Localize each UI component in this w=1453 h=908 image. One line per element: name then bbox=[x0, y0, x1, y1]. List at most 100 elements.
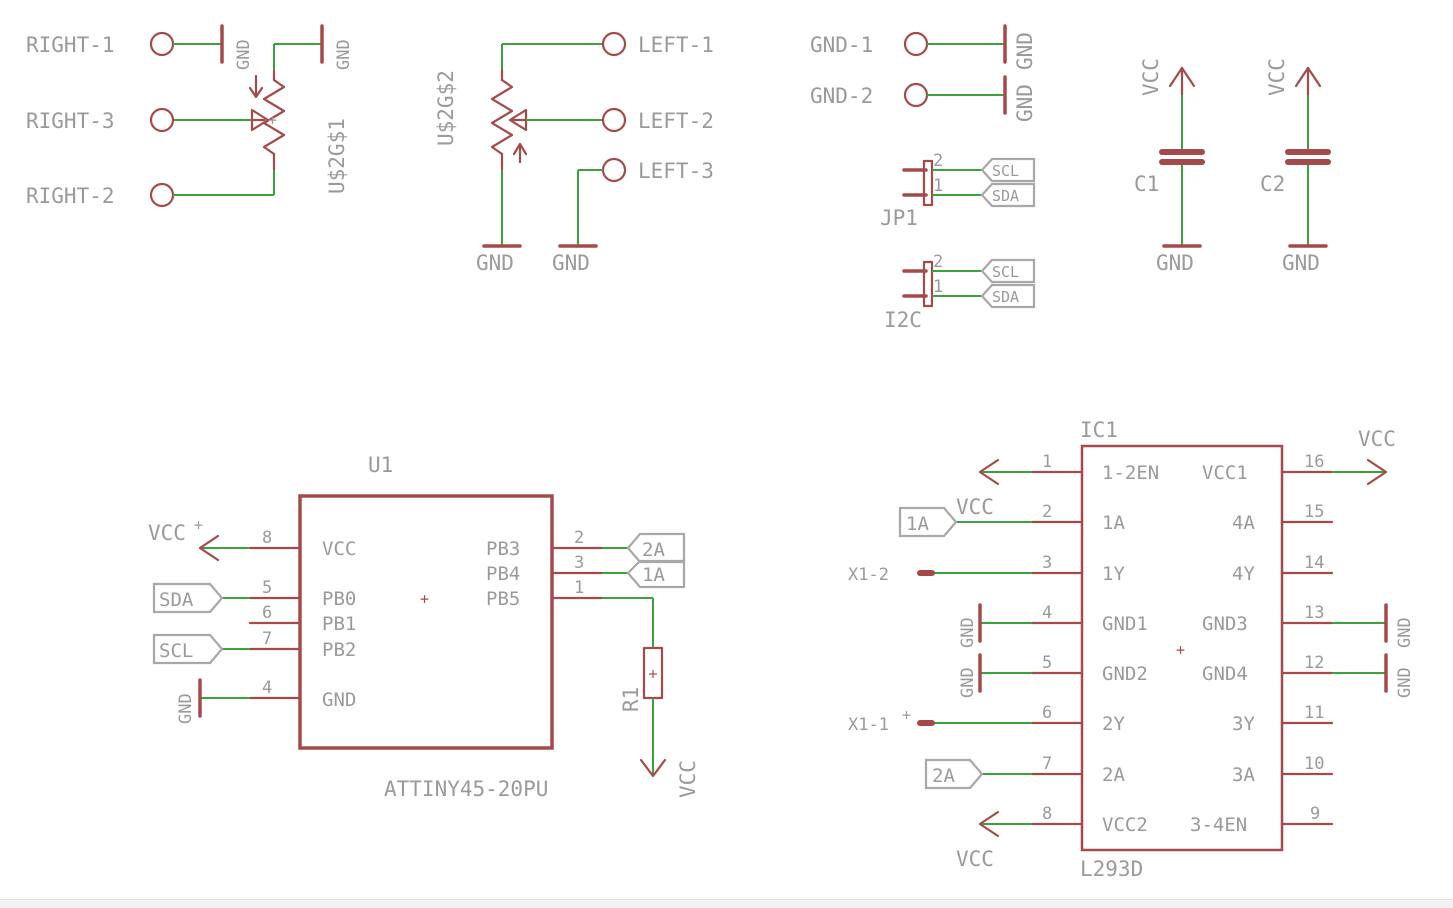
vcc-label: VCC bbox=[1265, 58, 1289, 96]
pin-label: 1Y bbox=[1102, 563, 1125, 585]
capacitor-c2[interactable]: VCC GND C2 bbox=[1260, 58, 1331, 275]
pin-number: 4 bbox=[262, 678, 272, 698]
pin-label: 3Y bbox=[1232, 713, 1255, 735]
terminal-left-2[interactable] bbox=[601, 107, 627, 133]
pot-right[interactable]: RIGHT-1 GND GND RIGHT-3 RIGHT-2 U$2G$1 + bbox=[26, 24, 354, 208]
terminal-left-3[interactable] bbox=[601, 157, 627, 183]
pin-label: PB2 bbox=[322, 639, 356, 661]
pin-number: 15 bbox=[1304, 502, 1324, 522]
net-tag-1a bbox=[898, 506, 958, 538]
pin-number: 11 bbox=[1304, 703, 1324, 723]
pin-label: GND3 bbox=[1202, 613, 1248, 635]
vcc-arrow bbox=[978, 810, 1000, 838]
gnd-label: GND bbox=[1395, 617, 1415, 648]
vcc-label: VCC bbox=[956, 847, 994, 871]
net-tag-label: SCL bbox=[992, 162, 1019, 180]
pin-number: 1 bbox=[933, 277, 943, 297]
pin-label: PB1 bbox=[322, 613, 356, 635]
terminal-gnd-1[interactable] bbox=[903, 31, 929, 57]
terminal-label: RIGHT-2 bbox=[26, 184, 115, 208]
vcc-label: VCC bbox=[676, 760, 700, 798]
pot-left[interactable]: LEFT-1 GND LEFT-2 LEFT-3 GND U$2G$2 bbox=[434, 31, 714, 275]
chip-ic1[interactable]: IC1 L293D + 1 1-2EN 1A VCC 2 1A X1-2 3 1… bbox=[848, 418, 1415, 881]
pin-number: 9 bbox=[1310, 804, 1320, 824]
pot-name: U$2G$1 bbox=[325, 118, 349, 194]
capacitor-name: C1 bbox=[1134, 172, 1159, 196]
header-name: I2C bbox=[884, 308, 922, 332]
resistor-r1[interactable]: R1 VCC bbox=[619, 646, 700, 798]
pin-label: 1-2EN bbox=[1102, 462, 1159, 484]
terminal-label: GND-2 bbox=[810, 84, 873, 108]
header-jp1[interactable]: 2 1 SCL SDA JP1 bbox=[880, 151, 1036, 230]
pin-number: 1 bbox=[1042, 452, 1052, 472]
gnd-label: GND bbox=[234, 39, 254, 70]
net-tag-sda bbox=[152, 582, 224, 614]
pin-number: 7 bbox=[1042, 754, 1052, 774]
pin-number: 6 bbox=[1042, 703, 1052, 723]
pin-number: 8 bbox=[1042, 804, 1052, 824]
chip-part: ATTINY45-20PU bbox=[384, 777, 548, 801]
chip-name: U1 bbox=[368, 453, 393, 477]
origin-cross: + bbox=[420, 590, 429, 608]
pin-label: 2A bbox=[1102, 764, 1125, 786]
pin-number: 4 bbox=[1042, 603, 1052, 623]
terminal-right-3[interactable] bbox=[149, 107, 175, 133]
net-label: X1-2 bbox=[848, 565, 889, 585]
pin-number: 10 bbox=[1304, 754, 1324, 774]
bottom-scrollbar-strip bbox=[0, 899, 1453, 908]
terminal-gnd-2[interactable] bbox=[903, 82, 929, 108]
terminal-right-2[interactable] bbox=[149, 182, 175, 208]
vcc-plus: + bbox=[194, 516, 203, 534]
pin-label: PB4 bbox=[486, 563, 520, 585]
chip-part: L293D bbox=[1080, 857, 1143, 881]
terminal-label: LEFT-3 bbox=[638, 159, 714, 183]
net-label: X1-1 bbox=[848, 715, 889, 735]
pin-label: PB3 bbox=[486, 538, 520, 560]
net-tag-scl bbox=[980, 157, 1036, 183]
terminal-label: GND-1 bbox=[810, 33, 873, 57]
capacitor-c1[interactable]: VCC GND C1 bbox=[1134, 58, 1205, 275]
vcc-label: VCC bbox=[956, 495, 994, 519]
vcc-arrow bbox=[1168, 66, 1196, 88]
resistor-zigzag bbox=[490, 78, 514, 156]
gnd-label: GND bbox=[1013, 32, 1037, 70]
net-tag-label: SCL bbox=[159, 640, 193, 662]
pin-number: 13 bbox=[1304, 603, 1324, 623]
pin-label: GND2 bbox=[1102, 663, 1148, 685]
net-plus: + bbox=[902, 706, 911, 724]
resistor-name: R1 bbox=[619, 687, 643, 712]
vcc-arrow bbox=[978, 458, 1000, 486]
pin-number: 6 bbox=[262, 603, 272, 623]
pin-number: 14 bbox=[1304, 553, 1324, 573]
resistor-zigzag bbox=[262, 78, 286, 156]
vcc-arrow bbox=[639, 758, 667, 778]
header-body bbox=[922, 260, 934, 308]
pin-number: 2 bbox=[1042, 502, 1052, 522]
terminal-right-1[interactable] bbox=[149, 31, 175, 57]
pin-number: 3 bbox=[574, 553, 584, 573]
pin-number: 2 bbox=[933, 252, 943, 272]
net-tag-2a bbox=[924, 758, 984, 790]
pin-label: 1A bbox=[1102, 512, 1125, 534]
gnd-terminals[interactable]: GND-1 GND GND-2 GND bbox=[810, 24, 1037, 122]
vcc-arrow bbox=[198, 534, 220, 562]
pin-label: 4A bbox=[1232, 512, 1255, 534]
terminal-left-1[interactable] bbox=[601, 31, 627, 57]
vcc-label: VCC bbox=[1358, 427, 1396, 451]
net-tag-1a bbox=[626, 559, 686, 589]
pin-label: VCC2 bbox=[1102, 814, 1148, 836]
net-tag-label: SDA bbox=[992, 288, 1019, 306]
chip-u1[interactable]: U1 ATTINY45-20PU + VCC + 8 VCC SDA 5 PB0… bbox=[148, 453, 686, 801]
pin-label: GND4 bbox=[1202, 663, 1248, 685]
terminal-label: LEFT-1 bbox=[638, 33, 714, 57]
pin-label: VCC bbox=[322, 538, 356, 560]
capacitor-name: C2 bbox=[1260, 172, 1285, 196]
vcc-label: VCC bbox=[1139, 58, 1163, 96]
pin-number: 7 bbox=[262, 629, 272, 649]
header-i2c[interactable]: 2 1 SCL SDA I2C bbox=[884, 252, 1036, 332]
gnd-label: GND bbox=[1282, 251, 1320, 275]
net-tag-sda bbox=[980, 283, 1036, 309]
pin-number: 2 bbox=[574, 528, 584, 548]
gnd-label: GND bbox=[334, 39, 354, 70]
